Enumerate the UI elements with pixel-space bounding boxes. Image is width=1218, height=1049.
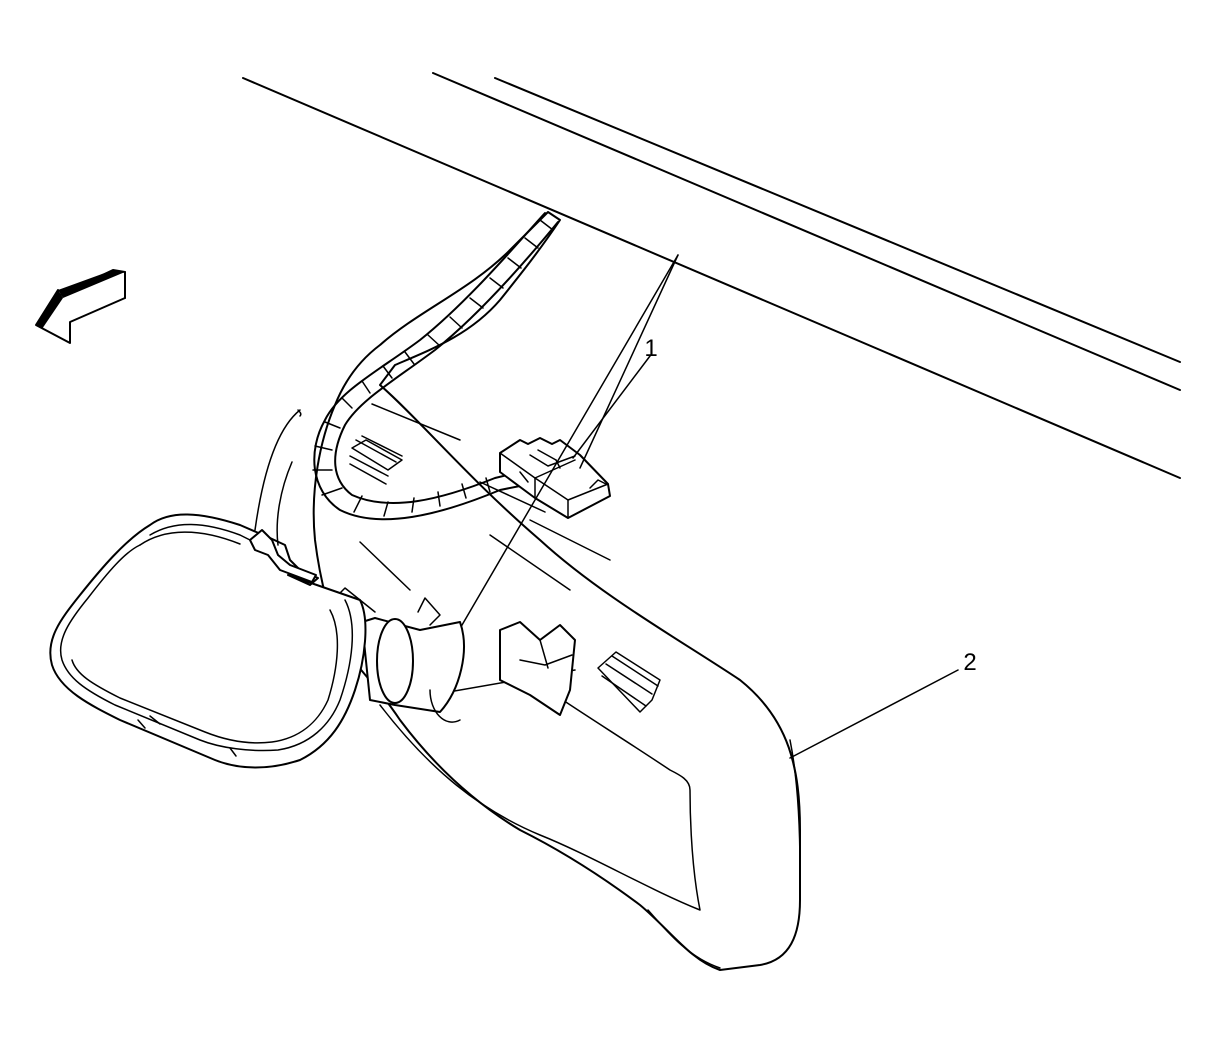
removal-arc-lines — [254, 409, 302, 546]
callout-1-label: 1 — [644, 335, 657, 362]
callout-2-label: 2 — [963, 649, 976, 676]
windshield-edge-lines — [242, 72, 1181, 479]
mounting-button — [499, 621, 576, 716]
vent-grille-lower — [597, 651, 661, 713]
mirror-head — [49, 513, 367, 769]
callout-1: 1 — [572, 335, 658, 459]
callout-2: 2 — [789, 649, 977, 759]
wiring-harness — [312, 212, 559, 521]
mirror-pivot-stem — [334, 587, 465, 723]
front-direction-arrow-icon — [35, 269, 126, 344]
electrical-connector — [499, 437, 611, 519]
vent-grille-upper — [349, 435, 403, 485]
mirror-mount-housing — [312, 211, 801, 971]
